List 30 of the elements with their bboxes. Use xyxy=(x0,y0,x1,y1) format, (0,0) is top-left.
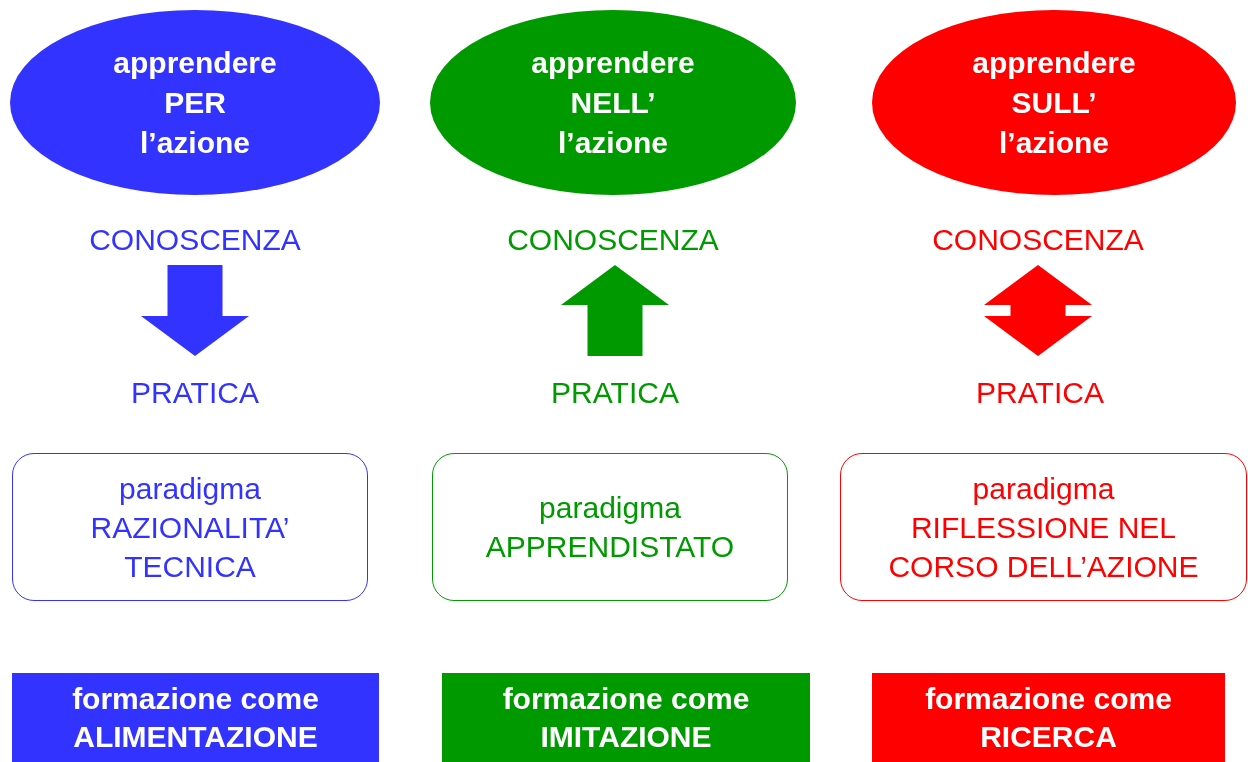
ellipse-node xyxy=(10,10,380,195)
block-arrow xyxy=(141,265,249,356)
paradigm-box xyxy=(840,453,1247,601)
box-label: RIFLESSIONE NEL CORSO DELL’AZIONE xyxy=(887,509,1200,585)
box-heading: paradigma xyxy=(972,470,1115,507)
knowledge-label: CONOSCENZA xyxy=(89,222,301,258)
title-bar xyxy=(442,673,810,762)
bar-label: formazione come RICERCA xyxy=(924,680,1173,755)
knowledge-label: CONOSCENZA xyxy=(932,222,1144,258)
ellipse-label: apprendere SULL’ l’azione xyxy=(972,44,1136,161)
ellipse-node xyxy=(872,10,1236,195)
practice-label: PRATICA xyxy=(131,375,259,411)
bar-label: formazione come IMITAZIONE xyxy=(501,680,751,755)
practice-label: PRATICA xyxy=(551,375,679,411)
paradigm-box xyxy=(432,453,788,601)
title-bar xyxy=(872,673,1225,762)
title-bar xyxy=(12,673,379,762)
knowledge-label: CONOSCENZA xyxy=(507,222,719,258)
bar-label: formazione come ALIMENTAZIONE xyxy=(71,680,320,755)
paradigm-box xyxy=(12,453,368,601)
box-heading: paradigma xyxy=(119,470,261,507)
box-heading: paradigma xyxy=(539,490,681,526)
block-arrow xyxy=(984,265,1092,356)
ellipse-label: apprendere PER l’azione xyxy=(113,44,277,161)
ellipse-label: apprendere NELL’ l’azione xyxy=(531,44,695,161)
practice-label: PRATICA xyxy=(976,375,1104,411)
box-label: RAZIONALITA’ TECNICA xyxy=(89,509,291,585)
box-label: APPRENDISTATO xyxy=(485,529,735,565)
ellipse-node xyxy=(430,10,796,195)
block-arrow xyxy=(561,265,669,356)
